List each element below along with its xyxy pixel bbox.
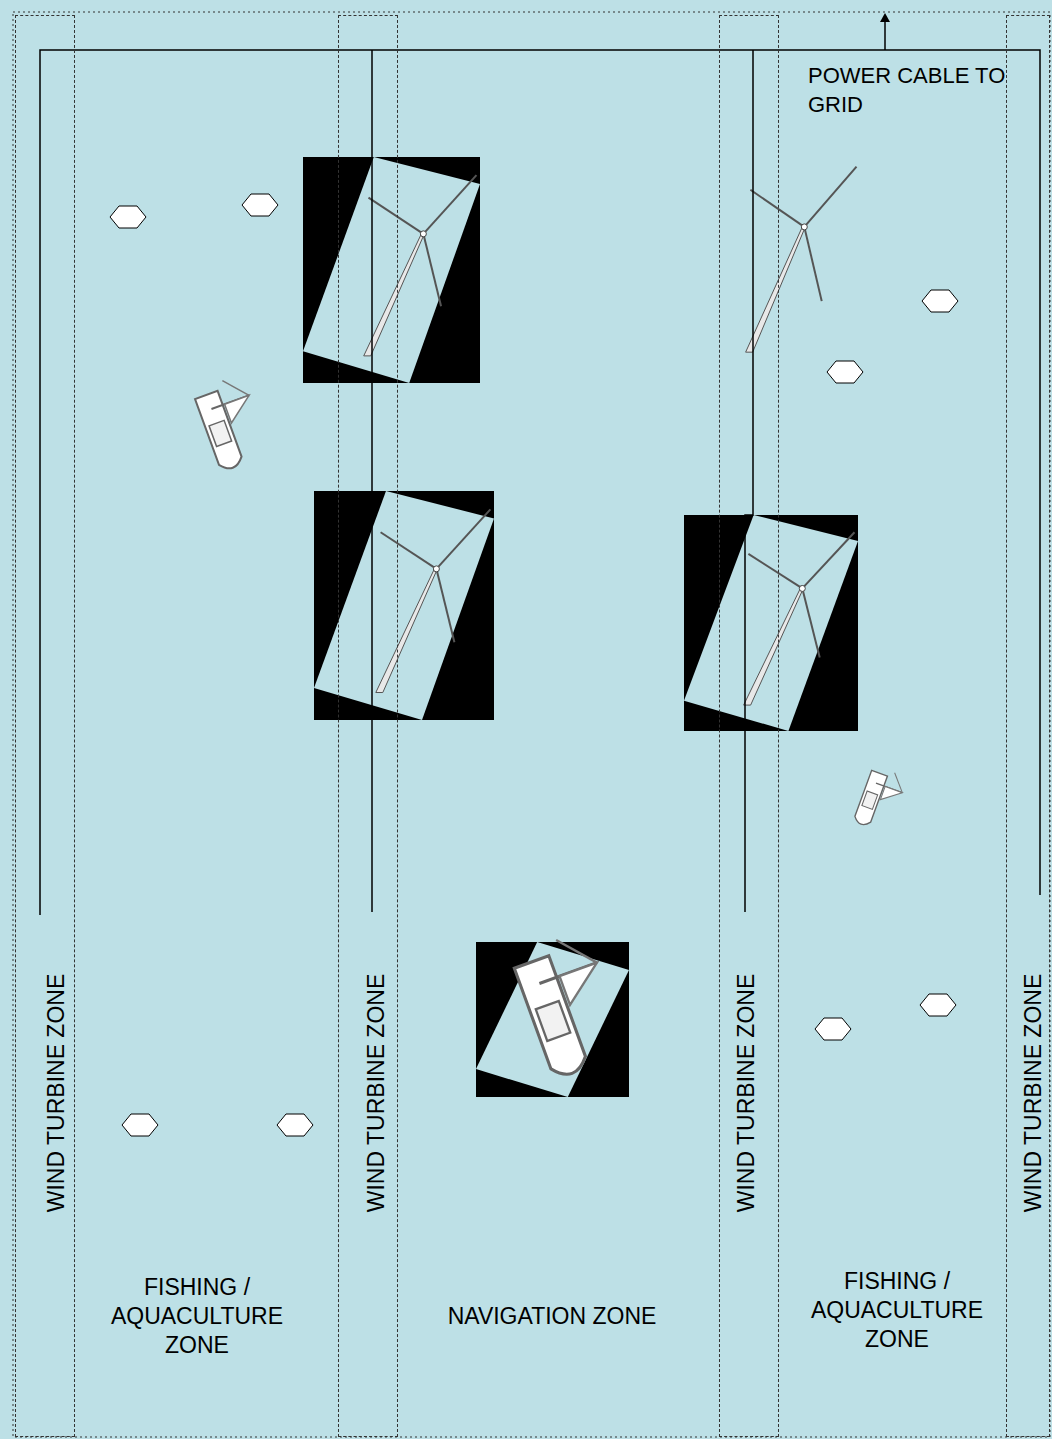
cable-line — [40, 50, 1040, 915]
cable-line — [371, 50, 373, 912]
image-ground — [303, 157, 480, 383]
turbine-blade — [802, 588, 819, 657]
boat-cabin — [536, 1001, 571, 1041]
zone-label: FISHING / AQUACULTURE ZONE — [102, 1273, 292, 1359]
sea-use-zone: FISHING / AQUACULTURE ZONE — [779, 15, 1006, 1437]
boat-sketch — [510, 930, 630, 1080]
wind-turbine-zone-band: WIND TURBINE ZONE — [15, 15, 75, 1437]
zone-label: WIND TURBINE ZONE — [1019, 974, 1048, 1213]
power-cables — [40, 20, 1040, 915]
boat-sail — [560, 963, 608, 1005]
turbine-tower — [744, 588, 804, 705]
turbine-hub — [801, 224, 807, 230]
cable-line — [745, 50, 753, 912]
turbine-blade — [436, 509, 490, 569]
wind-turbine-zone-band: WIND TURBINE ZONE — [1006, 15, 1050, 1437]
cable-line — [884, 20, 886, 50]
boat-pictures — [192, 374, 907, 1097]
turbine-tower — [376, 569, 438, 693]
wind-turbine — [314, 491, 494, 720]
turbine-hub — [433, 566, 439, 572]
sea-use-zone: NAVIGATION ZONE — [398, 15, 719, 1437]
aquaculture-buoy — [277, 1114, 313, 1136]
wind-turbine — [746, 167, 857, 353]
zone-label: WIND TURBINE ZONE — [732, 974, 761, 1213]
boat-sail — [225, 395, 256, 423]
turbine-hub — [420, 231, 426, 237]
zone-label: NAVIGATION ZONE — [402, 1302, 702, 1331]
wind-turbine — [684, 515, 858, 731]
turbine-tower — [364, 234, 425, 356]
turbine-blade — [802, 532, 854, 588]
arrow-head — [880, 13, 890, 22]
boat-sketch — [192, 374, 270, 472]
buoy-symbols — [110, 194, 958, 1136]
aquaculture-buoy — [827, 361, 863, 383]
turbine-blade — [804, 227, 821, 301]
fishing-boat — [192, 374, 270, 472]
image-ground — [684, 515, 858, 731]
turbine-blade — [368, 198, 423, 234]
image-ground — [476, 942, 629, 1097]
wind-turbine-zone-band: WIND TURBINE ZONE — [719, 15, 779, 1437]
turbine-pictures — [303, 157, 858, 731]
image-backing — [476, 942, 629, 1097]
wind-turbine-zone-band: WIND TURBINE ZONE — [338, 15, 398, 1437]
boat-rigging — [889, 773, 908, 793]
turbine-blade — [423, 175, 476, 234]
turbine-blade — [750, 190, 804, 227]
area-frame — [13, 12, 1050, 1437]
turbine-tower — [746, 227, 806, 352]
zone-label: WIND TURBINE ZONE — [42, 974, 71, 1213]
turbine-hub — [799, 585, 805, 591]
turbine-blade — [381, 532, 437, 569]
aquaculture-buoy — [242, 194, 278, 216]
boat-sketch — [853, 765, 908, 834]
boat-sail — [880, 786, 902, 805]
image-backing — [303, 157, 480, 383]
cable-label: POWER CABLE TO GRID — [808, 62, 1008, 119]
turbine-blade — [804, 167, 856, 227]
boat-cabin — [209, 420, 232, 446]
boat-rigging — [222, 374, 249, 402]
aquaculture-buoy — [920, 994, 956, 1016]
image-ground — [314, 491, 494, 720]
aquaculture-buoy — [815, 1018, 851, 1040]
wind-turbine — [303, 157, 480, 383]
aquaculture-buoy — [122, 1114, 158, 1136]
aquaculture-buoy — [922, 290, 958, 312]
boat-rigging — [556, 930, 597, 974]
sea-use-zone: FISHING / AQUACULTURE ZONE — [75, 15, 338, 1437]
fishing-boat — [853, 765, 908, 834]
boat-cabin — [862, 791, 878, 809]
image-backing — [684, 515, 858, 731]
fishing-boat — [476, 930, 630, 1097]
image-backing — [314, 491, 494, 720]
turbine-blade — [423, 234, 441, 306]
aquaculture-buoy — [110, 206, 146, 228]
turbine-blade — [748, 554, 802, 589]
zone-label: WIND TURBINE ZONE — [362, 974, 391, 1213]
zone-label: FISHING / AQUACULTURE ZONE — [802, 1267, 992, 1353]
turbine-blade — [436, 569, 454, 642]
